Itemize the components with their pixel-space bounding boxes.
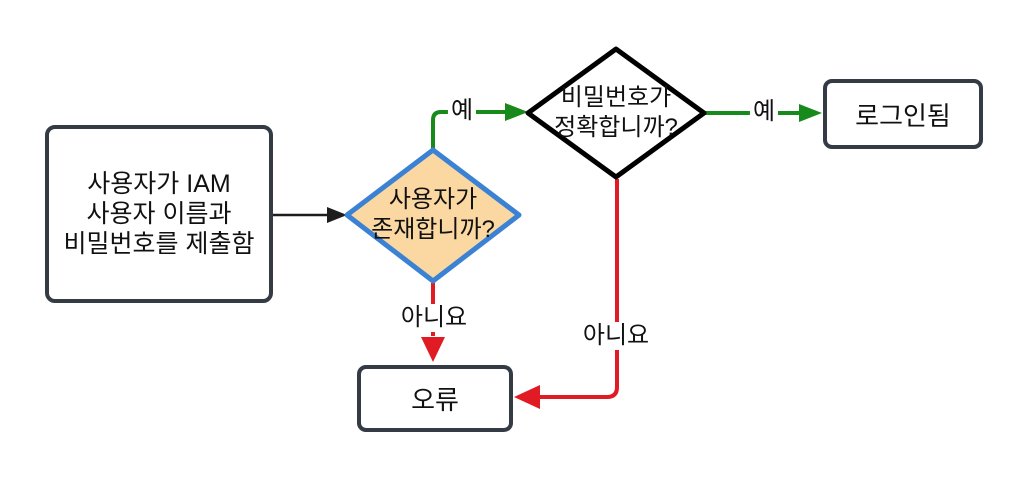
edge-password-yes-arrowhead-icon	[799, 104, 822, 122]
user-exists-diamond-shape	[344, 147, 522, 284]
start-text-line-3: 비밀번호를 제출함	[63, 230, 255, 258]
edge-label-password-no: 아니요	[579, 322, 653, 350]
edge-password-no-arrowhead-icon	[514, 385, 540, 409]
start-text-line-2: 사용자 이름과	[86, 200, 232, 228]
edge-exists-yes-line	[431, 110, 506, 150]
edge-password-no-line	[540, 179, 619, 399]
edge-exists-no-arrowhead-icon	[421, 337, 445, 362]
edge-label-password-yes: 예	[749, 98, 779, 126]
edge-label-exists-yes: 예	[447, 97, 477, 125]
node-user-exists-decision: 사용자가 존재합니까?	[343, 146, 523, 284]
error-label: 오류	[411, 385, 459, 415]
start-text-line-1: 사용자가 IAM	[87, 170, 231, 198]
node-password-correct-decision: 비밀번호가 정확합니까?	[524, 45, 708, 181]
user-exists-text-line-2: 존재합니까?	[371, 216, 495, 243]
user-exists-text: 사용자가 존재합니까?	[343, 146, 523, 284]
node-start: 사용자가 IAM 사용자 이름과 비밀번호를 제출함	[45, 125, 273, 303]
edge-exists-yes-arrowhead-icon	[505, 103, 528, 121]
edge-label-exists-no: 아니요	[397, 304, 471, 332]
logged-in-label: 로그인됨	[855, 100, 951, 131]
node-logged-in: 로그인됨	[823, 79, 983, 149]
password-correct-text: 비밀번호가 정확합니까?	[524, 45, 708, 181]
user-exists-text-line-1: 사용자가	[388, 186, 478, 213]
node-error: 오류	[357, 365, 513, 432]
password-correct-diamond-shape	[525, 46, 707, 180]
edge-submit-arrowhead-icon	[327, 207, 347, 223]
password-correct-text-line-1: 비밀번호가	[560, 84, 672, 111]
password-correct-text-line-2: 정확합니까?	[554, 114, 678, 141]
